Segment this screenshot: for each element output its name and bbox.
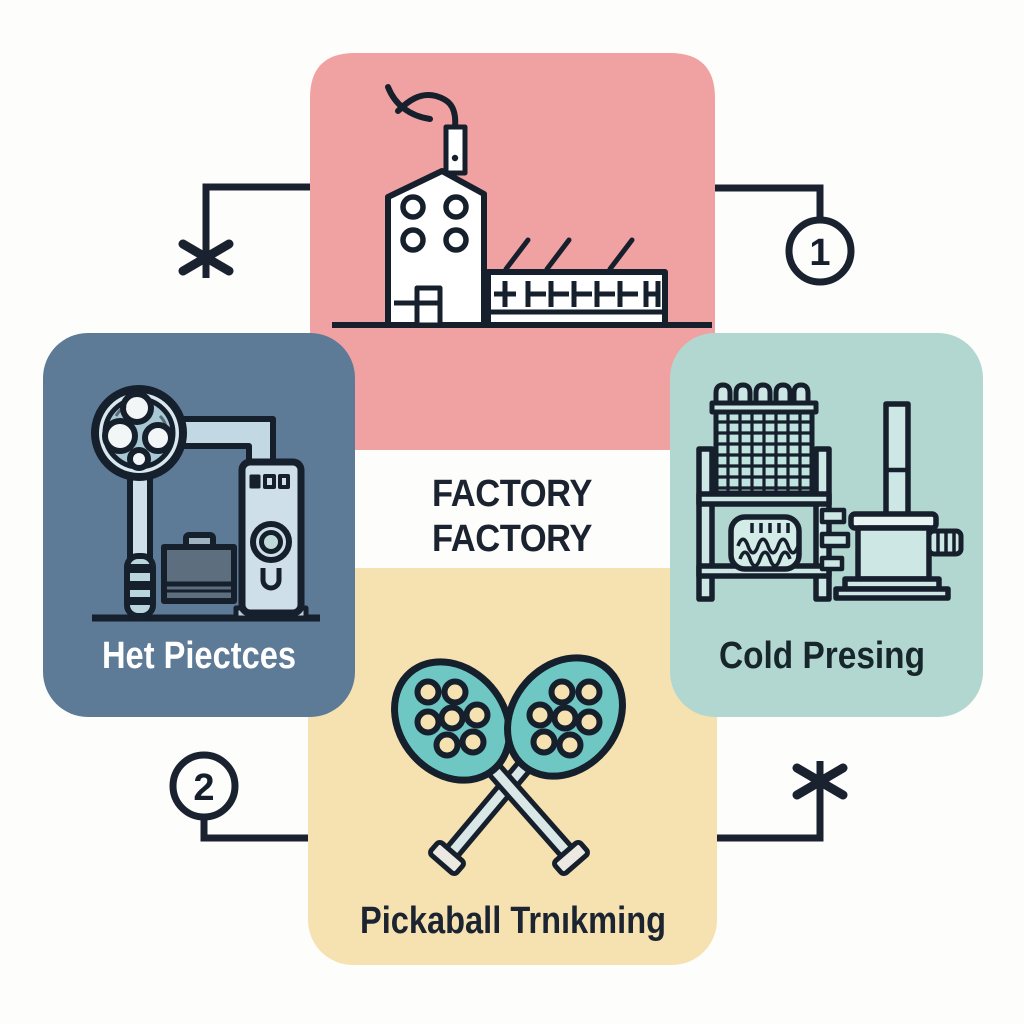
connector-asterisk-top-left	[178, 183, 310, 278]
paddle-holes	[414, 678, 491, 759]
step-1-number: 1	[809, 232, 830, 274]
title-line-2: FACTORY	[432, 518, 592, 560]
step-1-circle	[785, 216, 855, 286]
panel-cold: Cold Presing	[670, 333, 983, 717]
title-line-1: FACTORY	[432, 473, 592, 515]
wheel-grip	[124, 553, 156, 619]
chimney	[443, 124, 468, 176]
panel-heat: Het Piectces	[43, 333, 355, 717]
tower-dial-center	[259, 530, 283, 554]
factory-icon	[332, 84, 712, 328]
panel-pickleball: Pickaball Trnıkming	[308, 568, 717, 965]
connector-step-2: 2	[169, 751, 308, 842]
press-column	[883, 401, 911, 521]
frame-posts	[696, 446, 832, 602]
inspection-wheel	[91, 385, 187, 619]
cold-press-machine-icon	[696, 382, 964, 602]
asterisk-icon	[792, 763, 848, 800]
tower-u-mark	[260, 568, 282, 591]
radiator-grid	[709, 382, 819, 496]
wheel-texture	[114, 404, 168, 427]
middle-shelf	[696, 491, 832, 507]
connector-line	[200, 817, 308, 842]
warehouse-roof-slashes	[503, 237, 635, 272]
warehouse-tick-marks	[494, 281, 661, 307]
step-2-number: 2	[193, 767, 214, 809]
press-base-plate	[833, 586, 951, 601]
machine-window	[728, 514, 802, 572]
smoke-icon	[385, 84, 459, 130]
tower-unit	[233, 458, 309, 621]
wheel-shaft	[127, 471, 153, 561]
center-title: FACTORY FACTORY	[432, 473, 593, 560]
step-2-circle	[169, 751, 239, 821]
pickleball-paddles-icon	[391, 654, 626, 877]
paddle-end-cap	[428, 839, 466, 877]
pickleball-panel-label: Pickaball Trnıkming	[360, 900, 666, 942]
grid-lines	[716, 412, 812, 493]
factory-panel-background	[310, 53, 715, 450]
radiator-top-bar	[709, 400, 819, 415]
factory-warehouse	[485, 237, 668, 328]
asterisk-icon	[178, 239, 234, 276]
press-unit	[833, 401, 964, 601]
connector-line	[715, 184, 824, 219]
window-ticks	[750, 523, 790, 533]
press-nozzle	[926, 528, 964, 557]
tower-buttons	[249, 474, 290, 489]
connector-asterisk-bottom-right	[717, 761, 848, 842]
briefcase-box	[161, 532, 237, 604]
factory-door	[394, 285, 443, 328]
paddle-holes	[526, 678, 603, 759]
wheel-balls	[102, 391, 174, 471]
connector-step-1: 1	[715, 184, 855, 286]
cold-panel-label: Cold Presing	[719, 635, 925, 677]
paddle-head-left	[391, 658, 513, 784]
press-body	[855, 525, 932, 582]
paddle-end-cap	[552, 839, 590, 877]
panel-factory	[310, 53, 715, 450]
window-scribbles	[736, 537, 800, 568]
heat-machine-icon	[91, 385, 320, 622]
factory-windows	[400, 194, 469, 253]
heat-panel-label: Het Piectces	[102, 635, 296, 677]
connector-line	[202, 183, 310, 278]
paddle-head-right	[504, 654, 626, 780]
connector-tabs	[819, 507, 851, 572]
